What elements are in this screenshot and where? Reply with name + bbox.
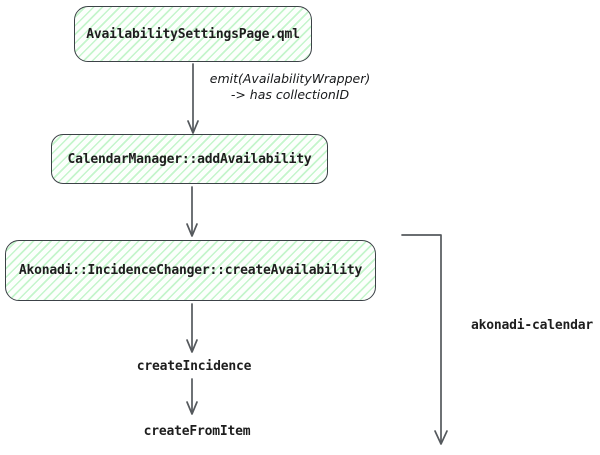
label-create-incidence: createIncidence: [136, 359, 252, 374]
arrow-createincidence-createfromitem: [186, 378, 198, 415]
node-availability-settings-page: AvailabilitySettingsPage.qml: [74, 6, 312, 62]
label-create-from-item: createFromItem: [143, 424, 251, 439]
node-calendar-manager-add-availability: CalendarManager::addAvailability: [51, 134, 328, 184]
edge-note-line1: emit(AvailabilityWrapper): [209, 71, 371, 86]
edge-note-line2: -> has collectionID: [230, 87, 350, 102]
node-incidence-changer-create-availability: Akonadi::IncidenceChanger::createAvailab…: [5, 240, 376, 301]
arrow-emit-availability: [187, 63, 199, 134]
arrow-addavailability-createavailability: [186, 186, 198, 237]
node-label: Akonadi::IncidenceChanger::createAvailab…: [18, 263, 363, 278]
arrow-createavailability-createincidence: [186, 303, 198, 353]
node-label: AvailabilitySettingsPage.qml: [86, 26, 300, 42]
arrow-akonadi-calendar-bracket: [401, 234, 448, 445]
node-label: CalendarManager::addAvailability: [67, 151, 312, 167]
edge-note-emit: emit(AvailabilityWrapper) -> has collect…: [200, 71, 380, 103]
label-akonadi-calendar: akonadi-calendar: [471, 318, 594, 333]
